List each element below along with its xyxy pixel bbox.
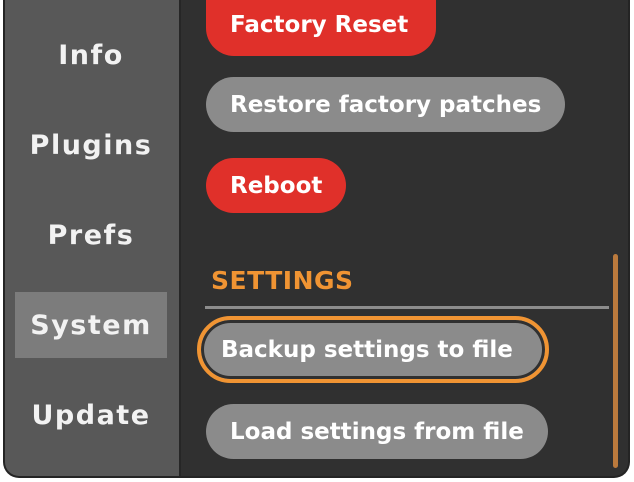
- restore-factory-patches-label: Restore factory patches: [230, 91, 542, 118]
- device-screen: Info Plugins Prefs System Update Factory…: [3, 0, 630, 478]
- reboot-label: Reboot: [230, 172, 323, 199]
- factory-reset-label: Factory Reset: [230, 12, 409, 38]
- sidebar-item-system[interactable]: System: [15, 292, 167, 358]
- sidebar-item-info[interactable]: Info: [58, 39, 124, 71]
- backup-settings-label: Backup settings to file: [221, 336, 513, 363]
- sidebar: Info Plugins Prefs System Update: [5, 0, 181, 476]
- reboot-button[interactable]: Reboot: [206, 158, 347, 213]
- sidebar-item-update[interactable]: Update: [31, 399, 151, 431]
- factory-reset-button[interactable]: Factory Reset: [206, 0, 436, 56]
- backup-settings-button[interactable]: Backup settings to file: [197, 316, 549, 383]
- restore-factory-patches-button[interactable]: Restore factory patches: [206, 77, 566, 132]
- load-settings-label: Load settings from file: [230, 418, 524, 445]
- load-settings-button[interactable]: Load settings from file: [206, 404, 548, 459]
- sidebar-item-prefs[interactable]: Prefs: [47, 219, 135, 251]
- settings-section-title: SETTINGS: [211, 266, 354, 295]
- settings-divider: [205, 306, 609, 309]
- scrollbar[interactable]: [613, 254, 618, 468]
- system-panel: Factory Reset Restore factory patches Re…: [181, 0, 628, 476]
- sidebar-item-plugins[interactable]: Plugins: [29, 129, 153, 161]
